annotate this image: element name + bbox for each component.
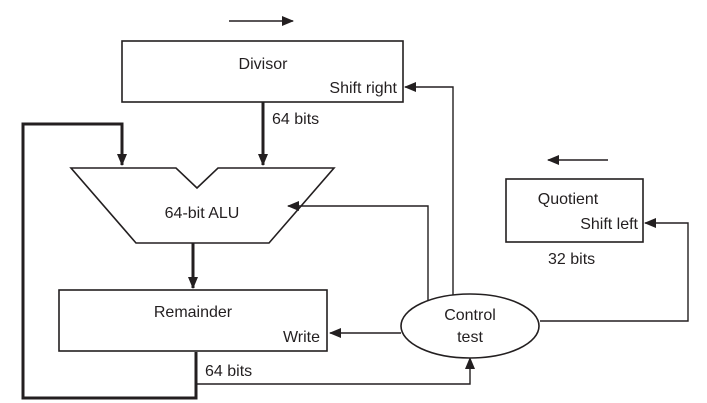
- control-to-quotient-wire: [540, 218, 689, 322]
- remainder-to-control-wire: [196, 357, 475, 385]
- remainder-write-label: Write: [283, 329, 320, 346]
- quotient-label: Quotient: [538, 191, 599, 208]
- remainder-width-label: 64 bits: [205, 363, 252, 380]
- control-to-alu-wire: [287, 201, 429, 308]
- control-label-line2: test: [457, 329, 483, 346]
- quotient-width-label: 32 bits: [548, 251, 595, 268]
- divisor-shift-right-label: Shift right: [329, 80, 397, 97]
- control-to-divisor-wire: [404, 82, 454, 302]
- control-label-line1: Control: [444, 307, 496, 324]
- quotient-shift-left-label: Shift left: [580, 216, 638, 233]
- divisor-register: [121, 40, 404, 103]
- divisor-width-label: 64 bits: [272, 111, 319, 128]
- remainder-feedback-bus: [21, 122, 198, 400]
- divisor-label: Divisor: [239, 56, 289, 73]
- remainder-register: [58, 289, 328, 352]
- control-test-unit: [400, 293, 540, 359]
- quotient-register: [505, 178, 644, 243]
- alu-shape: [69, 167, 336, 244]
- remainder-label: Remainder: [154, 304, 233, 321]
- alu-label: 64-bit ALU: [165, 205, 240, 222]
